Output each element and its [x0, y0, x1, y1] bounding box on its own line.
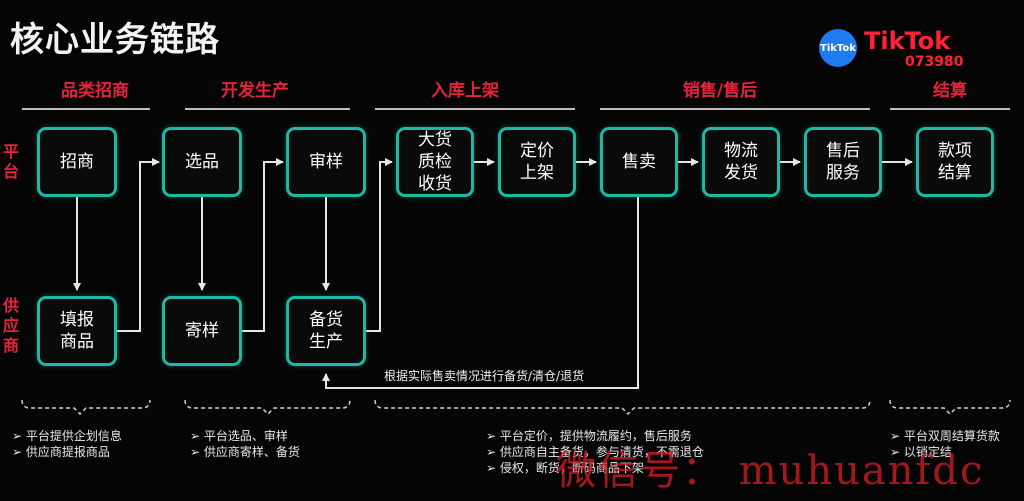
tiktok-logo-icon: TikTok — [819, 29, 857, 67]
node-stock-production: 备货 生产 — [286, 296, 366, 366]
phase-settle: 结算 — [933, 81, 967, 101]
watermark: 微信号： muhuanfdc — [556, 448, 985, 494]
arrow-sample-to-review — [241, 158, 284, 332]
node-sell: 售卖 — [600, 127, 678, 197]
node-after-sale: 售后 服务 — [804, 127, 882, 197]
node-settlement: 款项 结算 — [916, 127, 994, 197]
phase-divider — [600, 108, 870, 110]
list-item: 供应商提报商品 — [12, 444, 122, 460]
list-item: 供应商自主备货，参与清货，不需退仓 — [486, 444, 704, 460]
node-inspect-receive: 大货 质检 收货 — [396, 127, 474, 197]
node-ship: 物流 发货 — [702, 127, 780, 197]
arrow-stock-to-inspect — [365, 158, 393, 332]
phase-sales: 销售/售后 — [682, 81, 758, 101]
node-price-list: 定价 上架 — [498, 127, 576, 197]
node-submit-products: 填报 商品 — [37, 296, 117, 366]
list-item: 以销定结 — [890, 444, 1000, 460]
role-supplier: 供 应 商 — [2, 296, 19, 355]
brand-name: TikTok — [864, 27, 951, 55]
phase-develop: 开发生产 — [221, 81, 289, 101]
brace-sales — [374, 399, 871, 416]
brace-settle — [889, 399, 1011, 416]
list-item: 平台双周结算货款 — [890, 428, 1000, 444]
list-item: 供应商寄样、备货 — [190, 444, 300, 460]
feedback-label: 根据实际售卖情况进行备货/清仓/退货 — [384, 369, 585, 383]
list-item: 平台提供企划信息 — [12, 428, 122, 444]
phase-divider — [185, 108, 350, 110]
node-select-products: 选品 — [162, 127, 242, 197]
brace-recruit — [21, 399, 151, 416]
list-item: 平台选品、审样 — [190, 428, 300, 444]
node-recruit: 招商 — [37, 127, 117, 197]
arrow-feedback-loop — [322, 197, 639, 389]
brace-develop — [184, 399, 351, 416]
phase-divider — [890, 108, 1010, 110]
phase-recruit: 品类招商 — [61, 81, 129, 101]
phase-divider — [375, 108, 575, 110]
notes-develop: 平台选品、审样 供应商寄样、备货 — [190, 428, 300, 460]
phase-stock: 入库上架 — [431, 81, 499, 101]
node-send-samples: 寄样 — [162, 296, 242, 366]
notes-sales: 平台定价，提供物流履约，售后服务 供应商自主备货，参与清货，不需退仓 侵权，断货… — [486, 428, 704, 476]
page-title: 核心业务链路 — [10, 20, 220, 60]
brand-number: 073980 — [905, 54, 964, 70]
arrow-submit-to-select — [117, 158, 160, 332]
phase-divider — [22, 108, 150, 110]
list-item: 侵权，断货，断码商品下架 — [486, 460, 704, 476]
node-review-samples: 审样 — [286, 127, 366, 197]
notes-settle: 平台双周结算货款 以销定结 — [890, 428, 1000, 460]
list-item: 平台定价，提供物流履约，售后服务 — [486, 428, 704, 444]
role-platform: 平 台 — [2, 142, 19, 181]
notes-recruit: 平台提供企划信息 供应商提报商品 — [12, 428, 122, 460]
